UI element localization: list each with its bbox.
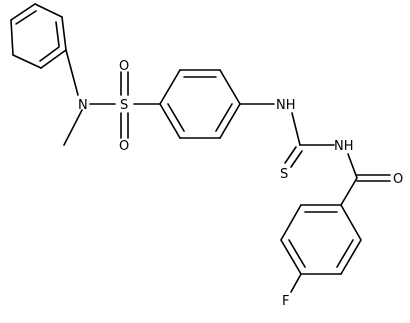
atom-label-n-sulfonamide: N — [78, 98, 88, 113]
atom-label-fluorine: F — [282, 294, 289, 309]
bond — [347, 153, 358, 179]
bond — [284, 146, 297, 164]
bond — [15, 10, 37, 25]
atom-label-sulfonyl-oxygen-top: O — [119, 59, 129, 74]
bond — [340, 177, 358, 206]
bond — [219, 103, 241, 139]
atom-label-sulfonyl-sulfur: S — [120, 98, 128, 113]
atom-label-nh-acyl: NH — [334, 139, 354, 154]
bond — [10, 3, 36, 21]
bond — [290, 150, 303, 168]
bond — [34, 3, 63, 18]
bond — [159, 103, 181, 139]
bond — [39, 46, 60, 62]
bond — [340, 239, 362, 275]
bond — [215, 103, 233, 132]
atom-label-nh-aryl: NH — [276, 98, 296, 113]
bond — [219, 69, 241, 105]
bond — [40, 49, 67, 69]
atom-label-sulfonyl-oxygen-bottom: O — [119, 139, 129, 154]
bond — [159, 69, 181, 105]
bond — [336, 239, 354, 268]
bond — [12, 54, 42, 69]
bond — [55, 21, 60, 47]
bond — [63, 109, 83, 146]
bond — [61, 16, 67, 51]
bond — [65, 49, 79, 96]
atom-label-carbonyl-oxygen: O — [393, 172, 403, 187]
bond — [280, 239, 302, 275]
atom-label-thio-sulfur: S — [280, 167, 288, 182]
bonds — [10, 3, 391, 293]
bond — [288, 239, 306, 268]
bond — [280, 204, 302, 241]
atom-labels: N S O O NH S NH O F — [78, 59, 403, 309]
bond — [291, 112, 301, 146]
bond — [290, 273, 302, 293]
bond — [340, 204, 362, 241]
bond — [10, 19, 14, 56]
bond — [167, 103, 185, 132]
